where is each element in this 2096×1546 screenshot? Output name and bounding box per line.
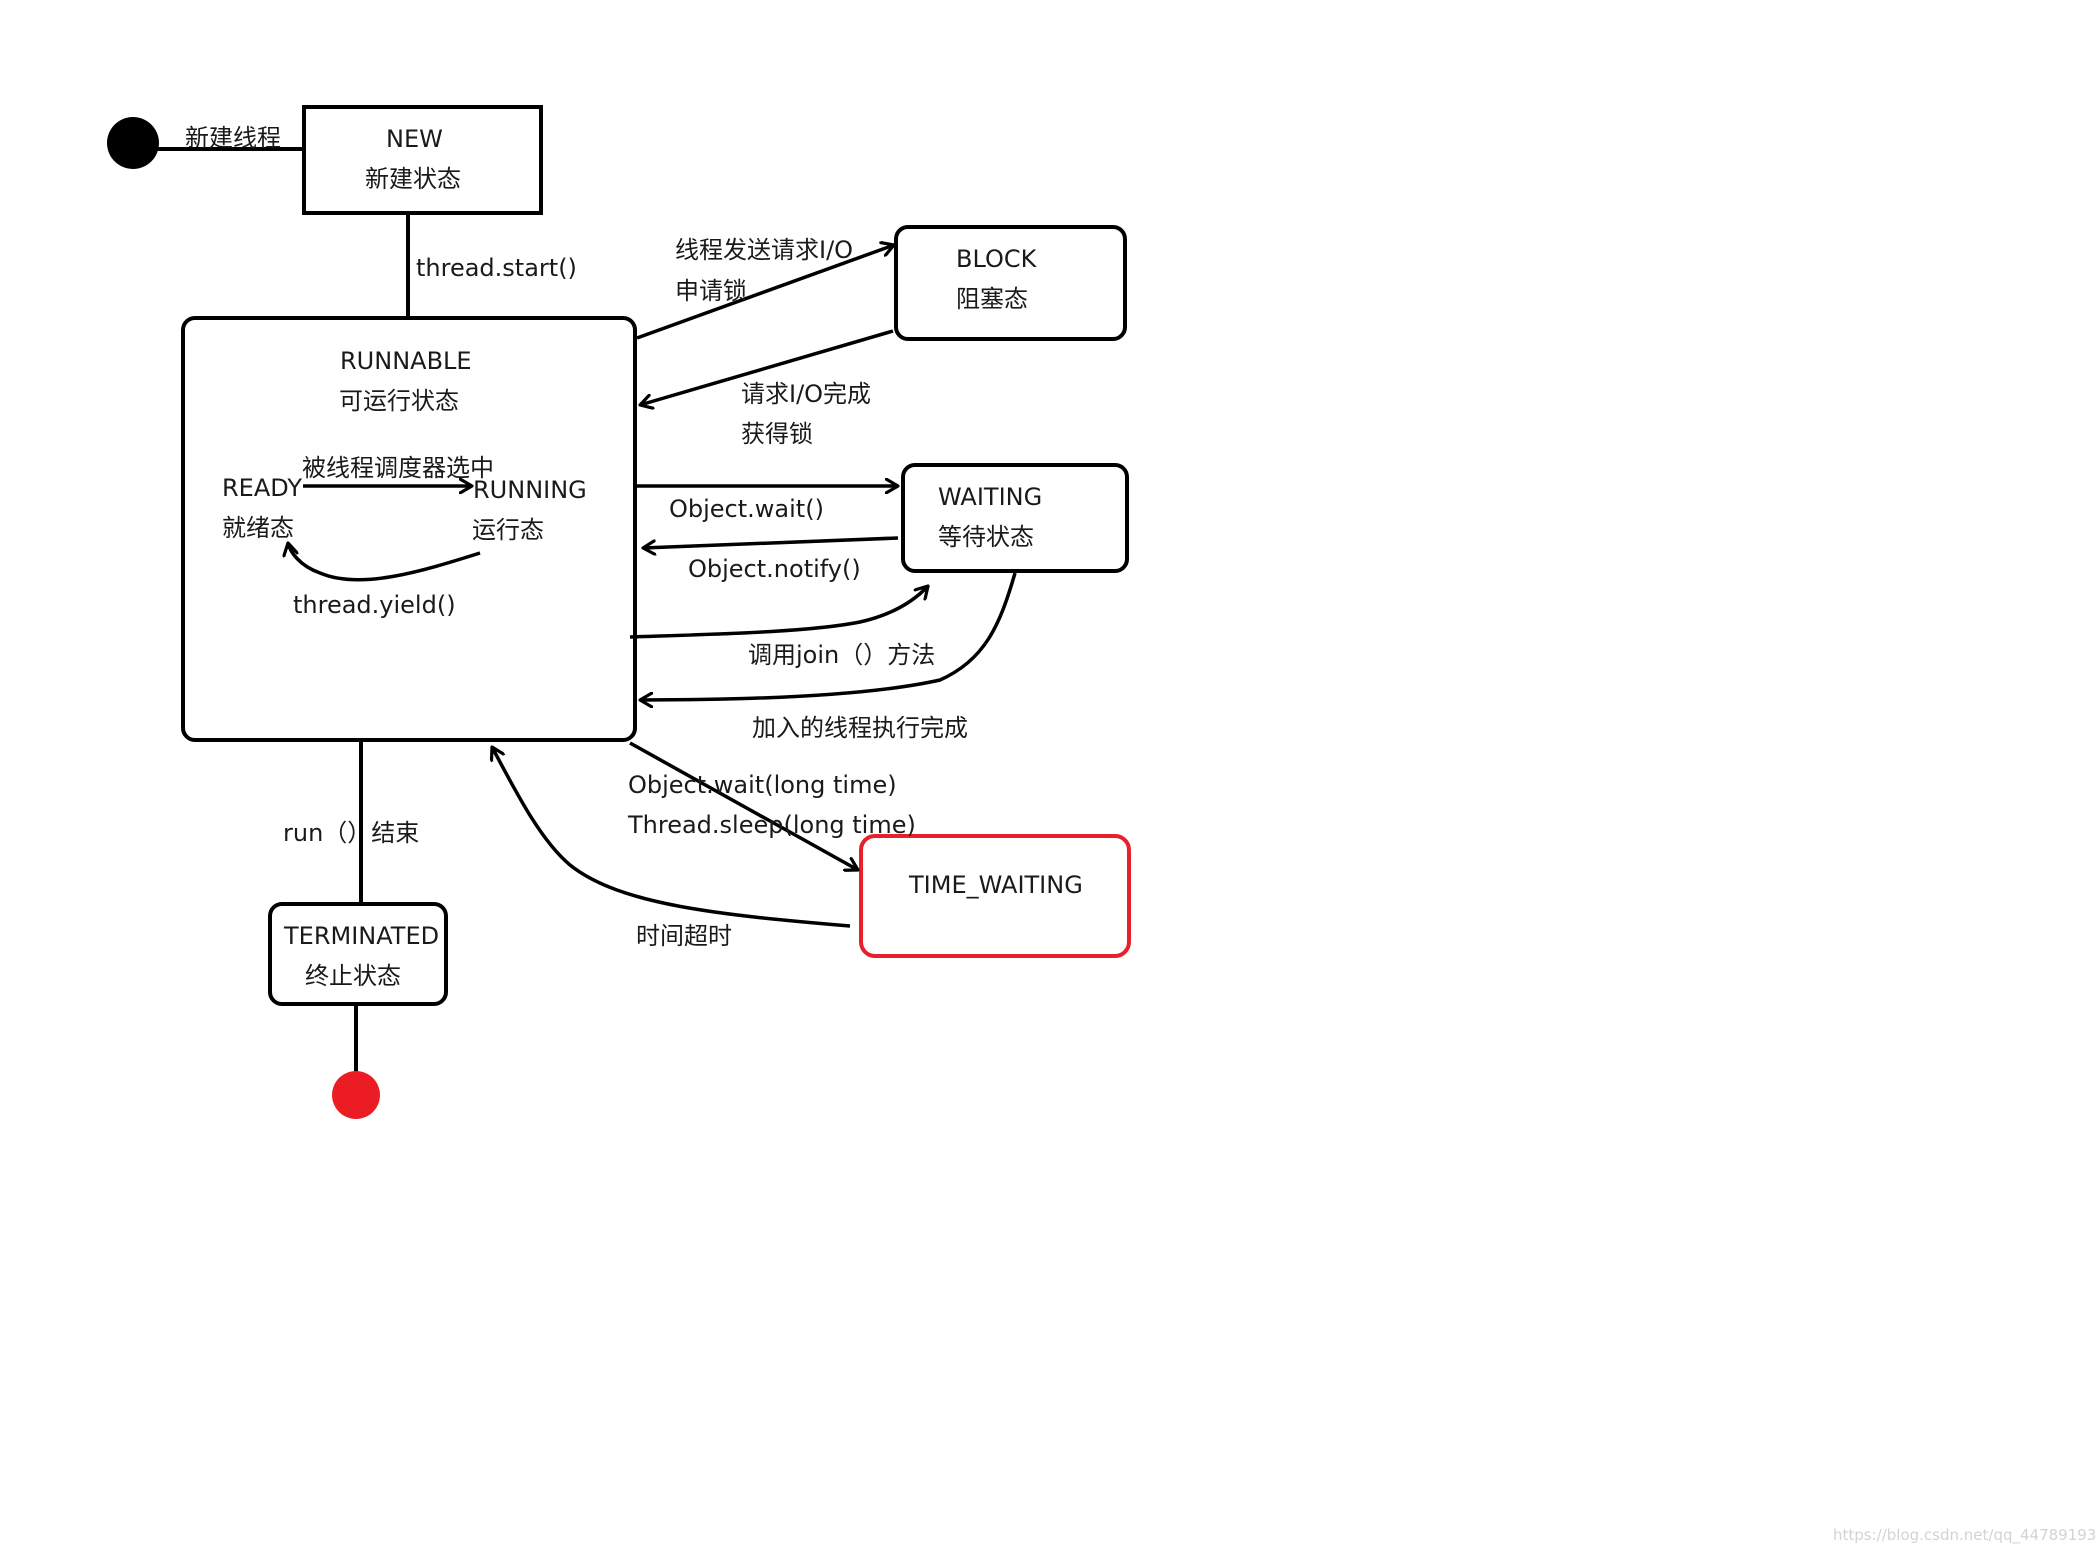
join-done-edge (640, 572, 1017, 700)
new-state-box (302, 105, 543, 215)
create-label: 新建线程 (185, 124, 281, 152)
runnable-state-name: RUNNABLE (340, 347, 472, 375)
start-node (107, 117, 159, 169)
time-waiting-state-name: TIME_WAITING (909, 871, 1083, 899)
yield-edge (288, 543, 481, 582)
terminated-state-box (268, 902, 448, 1006)
to-block-label-2: 申请锁 (675, 277, 747, 305)
scheduled-label: 被线程调度器选中 (302, 454, 494, 482)
waiting-state-desc: 等待状态 (938, 523, 1034, 551)
block-state-desc: 阻塞态 (956, 285, 1028, 313)
notify-edge (643, 536, 899, 548)
run-end-label: run（）结束 (283, 819, 420, 847)
from-block-label-2: 获得锁 (741, 420, 813, 448)
join-edge (629, 586, 928, 639)
watermark: https://blog.csdn.net/qq_44789193 (1833, 1526, 2096, 1544)
timeout-label: 时间超时 (636, 922, 732, 950)
running-state-desc: 运行态 (472, 516, 544, 544)
timed-wait-label-1: Object.wait(long time) (628, 771, 897, 799)
timed-wait-label-2: Thread.sleep(long time) (628, 811, 916, 839)
new-state-name: NEW (386, 125, 443, 153)
ready-state-name: READY (222, 474, 303, 502)
end-node (332, 1071, 380, 1119)
terminated-state-desc: 终止状态 (305, 962, 401, 990)
wait-label: Object.wait() (669, 495, 824, 523)
block-state-box (894, 225, 1127, 341)
running-state-name: RUNNING (473, 476, 587, 504)
runnable-state-box (181, 316, 637, 742)
to-block-edge (636, 245, 894, 340)
terminated-state-name: TERMINATED (284, 922, 440, 950)
yield-label: thread.yield() (293, 591, 456, 619)
to-block-label-1: 线程发送请求I/O (675, 236, 854, 264)
waiting-state-box (901, 463, 1129, 573)
runnable-state-desc: 可运行状态 (339, 387, 459, 415)
new-state-desc: 新建状态 (365, 165, 461, 193)
time-waiting-state-box (859, 834, 1131, 958)
ready-state-desc: 就绪态 (222, 514, 294, 542)
notify-label: Object.notify() (688, 555, 861, 583)
join-done-label: 加入的线程执行完成 (752, 714, 968, 742)
from-block-label-1: 请求I/O完成 (741, 380, 872, 408)
block-state-name: BLOCK (956, 245, 1037, 273)
waiting-state-name: WAITING (938, 483, 1043, 511)
timeout-edge (492, 747, 851, 928)
from-block-edge (640, 329, 894, 405)
timed-wait-edge (629, 741, 858, 870)
start-label: thread.start() (416, 254, 577, 282)
join-label: 调用join（）方法 (748, 641, 936, 669)
